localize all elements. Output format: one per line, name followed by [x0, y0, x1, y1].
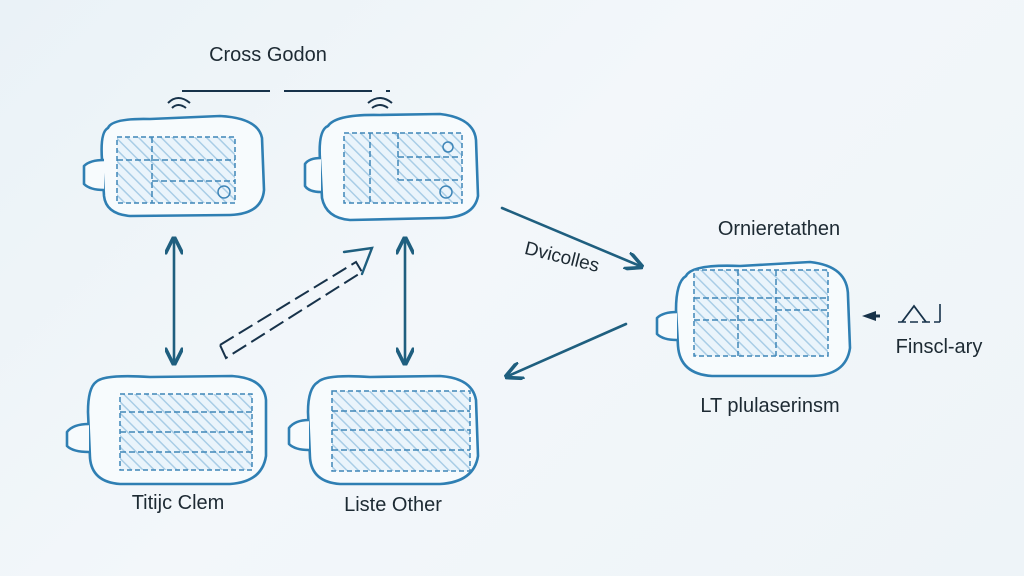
arrow-from-right-box [508, 322, 628, 376]
arrow-to-right-box: Dvicolles [500, 206, 640, 277]
list-box-bottom-middle[interactable] [287, 374, 480, 486]
device-box-right[interactable] [655, 260, 852, 378]
device-box-top-middle[interactable] [303, 112, 480, 222]
top-connector [167, 90, 393, 109]
top-title: Cross Godon [209, 44, 327, 66]
right-box-title: Ornieretathen [718, 218, 840, 240]
bottom-left-caption: Titijc Clem [132, 492, 225, 514]
device-box-top-left[interactable] [82, 114, 266, 218]
diagonal-dashed-arrow [218, 246, 374, 360]
side-indicator-icon [862, 304, 941, 323]
list-box-bottom-left[interactable] [65, 374, 268, 486]
right-side-label: Finscl-ary [896, 336, 983, 358]
right-box-caption: LT plulaserinsm [700, 395, 839, 417]
bottom-middle-caption: Liste Other [344, 494, 442, 516]
